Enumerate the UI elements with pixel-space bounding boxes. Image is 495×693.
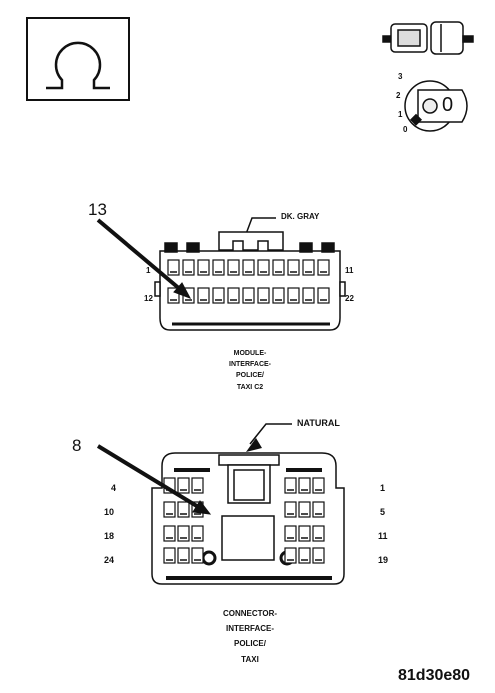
figure-id: 81d30e80 [398, 667, 471, 684]
callout-number-8: 8 [72, 436, 82, 455]
interface-cavity [284, 501, 297, 518]
interface-pin-5: 5 [380, 507, 386, 517]
module-caption-line-3: POLICE/ [235, 372, 264, 380]
interface-cavity [312, 501, 325, 518]
c2-cavity [317, 259, 330, 276]
c2-cavity [257, 259, 270, 276]
interface-cavity [284, 547, 297, 564]
interface-cavity [312, 547, 325, 564]
c2-cavity [212, 287, 225, 304]
c2-cavity [302, 259, 315, 276]
callout-arrow-13 [96, 218, 192, 299]
interface-cavity [177, 547, 190, 564]
ohmmeter-icon [26, 17, 130, 101]
c2-cavity [287, 259, 300, 276]
c2-cavity [167, 259, 180, 276]
module-caption: MODULE- INTERFACE- POLICE/ TAXI C2 [200, 348, 300, 393]
interface-cavity [312, 525, 325, 542]
module-pin-22: 22 [345, 294, 354, 303]
interface-cavity [177, 477, 190, 494]
c2-cavity [242, 287, 255, 304]
switch-position-1: 1 [398, 110, 403, 119]
interface-caption-line-4: TAXI [241, 654, 259, 664]
c2-cavity [182, 259, 195, 276]
interface-cavity [177, 525, 190, 542]
c2-cavity [227, 259, 240, 276]
interface-cavity [163, 547, 176, 564]
c2-cavity [197, 287, 210, 304]
interface-cavity [284, 477, 297, 494]
c2-cavity [272, 259, 285, 276]
interface-cavity [298, 525, 311, 542]
interface-cavity [298, 547, 311, 564]
interface-caption-line-1: CONNECTOR- [222, 609, 278, 618]
switch-key-label: 0 [442, 94, 454, 116]
interface-pin-24: 24 [104, 555, 115, 565]
c2-cavity [287, 287, 300, 304]
interface-cavity [177, 501, 190, 518]
interface-cavity [191, 547, 204, 564]
c2-cavity [242, 259, 255, 276]
interface-pin-10: 10 [104, 507, 115, 517]
interface-cavity [191, 477, 204, 494]
c2-cavity [302, 287, 315, 304]
callout-number-13: 13 [88, 200, 107, 219]
switch-position-3: 3 [398, 72, 403, 81]
module-caption-line-2: INTERFACE- [229, 361, 271, 369]
c2-cavity [227, 287, 240, 304]
c2-cavity [197, 259, 210, 276]
switch-position-0: 0 [403, 125, 408, 134]
interface-caption-line-3: POLICE/ [233, 639, 266, 649]
c2-cavity [212, 259, 225, 276]
interface-color-label: NATURAL [297, 418, 340, 428]
ignition-switch-icon [404, 80, 468, 132]
interface-cavity [284, 525, 297, 542]
module-pin-11: 11 [345, 266, 354, 275]
interface-pin-19: 19 [378, 555, 389, 565]
c2-cavity [272, 287, 285, 304]
interface-cavity [298, 477, 311, 494]
module-pin-1: 1 [146, 266, 151, 275]
module-caption-line-1: MODULE- [233, 350, 267, 357]
interface-caption-line-2: INTERFACE- [226, 624, 274, 634]
interface-cavity [163, 501, 176, 518]
interface-pin-4: 4 [111, 483, 117, 493]
connector-disconnect-icon [382, 21, 474, 55]
interface-cavity [191, 525, 204, 542]
c2-cavity [317, 287, 330, 304]
interface-pin-11: 11 [378, 531, 388, 541]
switch-position-2: 2 [396, 91, 401, 100]
interface-cavity [298, 501, 311, 518]
interface-cavity [163, 525, 176, 542]
interface-caption: CONNECTOR- INTERFACE- POLICE/ TAXI [190, 606, 310, 667]
module-pin-12: 12 [144, 294, 153, 303]
callout-arrow-8 [96, 444, 212, 515]
interface-pin-1: 1 [380, 483, 386, 493]
module-caption-line-4: TAXI C2 [236, 383, 264, 391]
module-color-label: DK. GRAY [281, 212, 320, 221]
c2-cavity [167, 287, 180, 304]
c2-cavity [257, 287, 270, 304]
interface-cavity [312, 477, 325, 494]
interface-pin-18: 18 [104, 531, 115, 541]
